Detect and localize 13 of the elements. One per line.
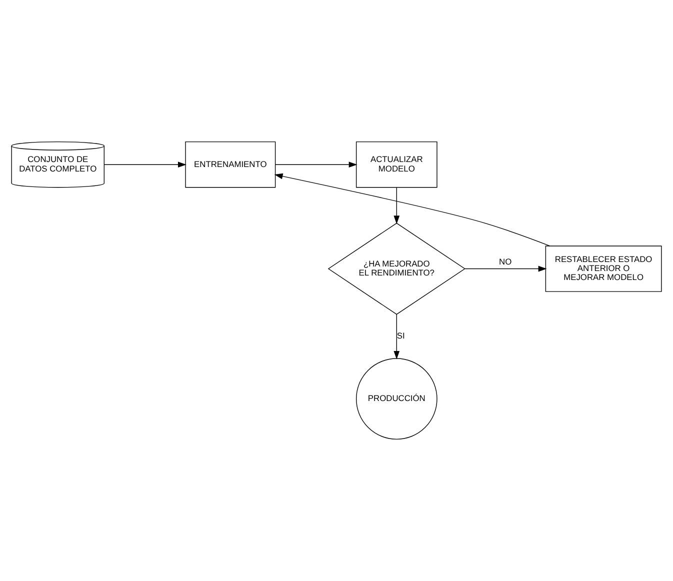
node-box: ACTUALIZAR MODELO bbox=[356, 141, 438, 188]
edge-label: NO bbox=[499, 256, 512, 266]
arrow bbox=[275, 162, 358, 168]
arrow bbox=[394, 187, 400, 224]
node-circle: PRODUCCIÓN bbox=[356, 358, 438, 440]
node-diamond: ¿HA MEJORADO EL RENDIMIENTO? bbox=[328, 222, 466, 315]
node-box: RESTABLECER ESTADO ANTERIOR O MEJORAR MODELO bbox=[545, 246, 662, 292]
node-box: ENTRENAMIENTO bbox=[185, 141, 276, 188]
arrow bbox=[464, 266, 547, 272]
arrow bbox=[104, 162, 186, 168]
arrow bbox=[274, 173, 550, 246]
arrow bbox=[394, 314, 400, 360]
edge-label: SI bbox=[396, 330, 405, 341]
